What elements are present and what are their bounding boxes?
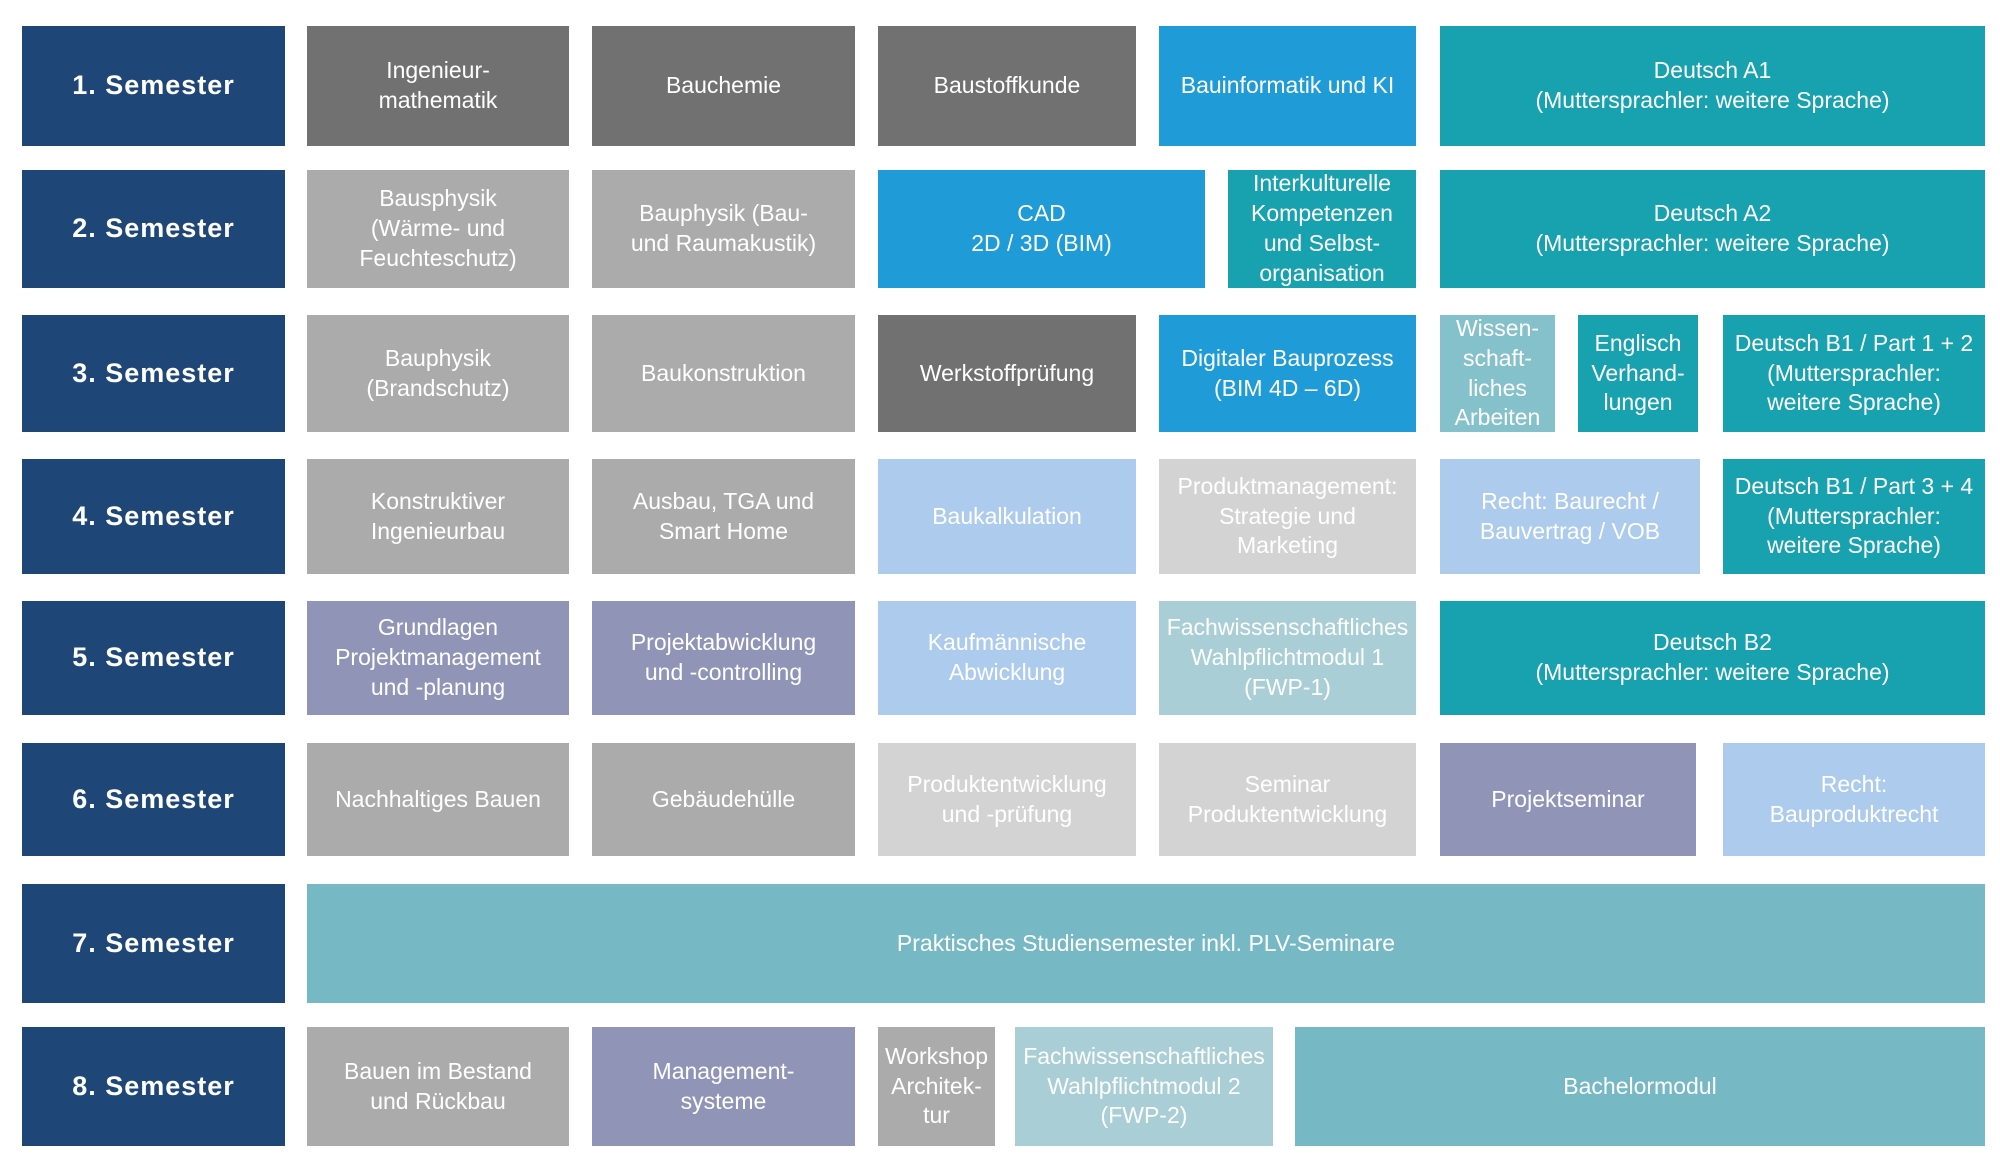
module-fwp-1: Fachwissenschaftliches Wahlpflichtmodul … — [1159, 601, 1416, 715]
module-deutsch-a2: Deutsch A2 (Muttersprachler: weitere Spr… — [1440, 170, 1985, 288]
module-produktentwicklung-pruefung: Produktentwicklung und -prüfung — [878, 743, 1136, 856]
module-bauinformatik-und-ki: Bauinformatik und KI — [1159, 26, 1416, 146]
module-digitaler-bauprozess: Digitaler Bauprozess (BIM 4D – 6D) — [1159, 315, 1416, 432]
module-baukalkulation: Baukalkulation — [878, 459, 1136, 574]
module-praktisches-studiensemester: Praktisches Studiensemester inkl. PLV-Se… — [307, 884, 1985, 1003]
module-seminar-produktentwicklung: Seminar Produktentwicklung — [1159, 743, 1416, 856]
module-projektseminar: Projektseminar — [1440, 743, 1696, 856]
module-wissenschaftliches-arbeiten: Wissen- schaft- liches Arbeiten — [1440, 315, 1555, 432]
semester-5-label: 5. Semester — [22, 601, 285, 715]
module-bauchemie: Bauchemie — [592, 26, 855, 146]
module-recht-baurecht-bauvertrag-vob: Recht: Baurecht / Bauvertrag / VOB — [1440, 459, 1700, 574]
semester-1-label: 1. Semester — [22, 26, 285, 146]
module-deutsch-b1-part-1-2: Deutsch B1 / Part 1 + 2 (Muttersprachler… — [1723, 315, 1985, 432]
module-deutsch-b2: Deutsch B2 (Muttersprachler: weitere Spr… — [1440, 601, 1985, 715]
module-deutsch-a1: Deutsch A1 (Muttersprachler: weitere Spr… — [1440, 26, 1985, 146]
semester-4-label: 4. Semester — [22, 459, 285, 574]
module-baustoffkunde: Baustoffkunde — [878, 26, 1136, 146]
module-bachelormodul: Bachelormodul — [1295, 1027, 1985, 1146]
module-englisch-verhandlungen: Englisch Verhand- lungen — [1578, 315, 1698, 432]
module-cad-2d-3d-bim: CAD 2D / 3D (BIM) — [878, 170, 1205, 288]
module-workshop-architektur: Workshop Architek- tur — [878, 1027, 995, 1146]
semester-8-label: 8. Semester — [22, 1027, 285, 1146]
module-managementsysteme: Management- systeme — [592, 1027, 855, 1146]
module-projektabwicklung-controlling: Projektabwicklung und -controlling — [592, 601, 855, 715]
semester-3-label: 3. Semester — [22, 315, 285, 432]
module-bauphysik-bau-raumakustik: Bauphysik (Bau- und Raumakustik) — [592, 170, 855, 288]
semester-6-label: 6. Semester — [22, 743, 285, 856]
module-ingenieurmathematik: Ingenieur- mathematik — [307, 26, 569, 146]
module-grundlagen-projektmanagement: Grundlagen Projektmanagement und -planun… — [307, 601, 569, 715]
module-bauphysik-waerme-feuchteschutz: Bausphysik (Wärme- und Feuchteschutz) — [307, 170, 569, 288]
module-nachhaltiges-bauen: Nachhaltiges Bauen — [307, 743, 569, 856]
module-fwp-2: Fachwissenschaftliches Wahlpflichtmodul … — [1015, 1027, 1273, 1146]
module-recht-bauproduktrecht: Recht: Bauproduktrecht — [1723, 743, 1985, 856]
module-baukonstruktion: Baukonstruktion — [592, 315, 855, 432]
module-deutsch-b1-part-3-4: Deutsch B1 / Part 3 + 4 (Muttersprachler… — [1723, 459, 1985, 574]
module-bauen-im-bestand: Bauen im Bestand und Rückbau — [307, 1027, 569, 1146]
module-bauphysik-brandschutz: Bauphysik (Brandschutz) — [307, 315, 569, 432]
module-interkulturelle-kompetenzen: Interkulturelle Kompetenzen und Selbst- … — [1228, 170, 1416, 288]
semester-7-label: 7. Semester — [22, 884, 285, 1003]
semester-2-label: 2. Semester — [22, 170, 285, 288]
module-konstruktiver-ingenieurbau: Konstruktiver Ingenieurbau — [307, 459, 569, 574]
module-ausbau-tga-smart-home: Ausbau, TGA und Smart Home — [592, 459, 855, 574]
module-werkstoffpruefung: Werkstoffprüfung — [878, 315, 1136, 432]
module-gebaeudehuelle: Gebäudehülle — [592, 743, 855, 856]
module-kaufmaennische-abwicklung: Kaufmännische Abwicklung — [878, 601, 1136, 715]
module-produktmanagement: Produktmanagement: Strategie und Marketi… — [1159, 459, 1416, 574]
